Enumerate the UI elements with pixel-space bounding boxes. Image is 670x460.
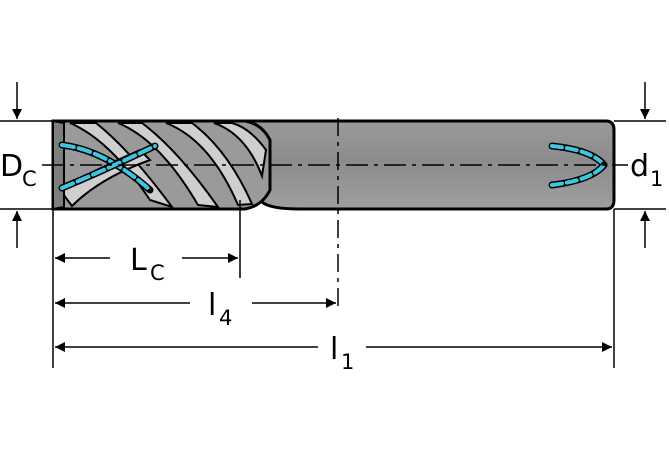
label-l1: l 1: [330, 332, 354, 374]
label-l1-main: l: [330, 332, 338, 367]
extension-lines: [0, 120, 666, 368]
label-l4: l 4: [208, 288, 232, 330]
label-dc: D C: [0, 149, 37, 191]
label-d1: d 1: [630, 149, 663, 191]
label-d1-sub: 1: [650, 167, 663, 191]
label-l4-main: l: [208, 288, 216, 323]
label-d1-main: d: [630, 149, 649, 184]
label-l4-sub: 4: [219, 306, 232, 330]
label-dc-sub: C: [22, 167, 37, 191]
label-lc-sub: C: [150, 261, 165, 285]
coolant-channels: [58, 141, 608, 194]
label-lc-main: L: [130, 243, 147, 278]
label-lc: L C: [130, 243, 165, 285]
label-dc-main: D: [0, 149, 23, 184]
label-l1-sub: 1: [341, 350, 354, 374]
